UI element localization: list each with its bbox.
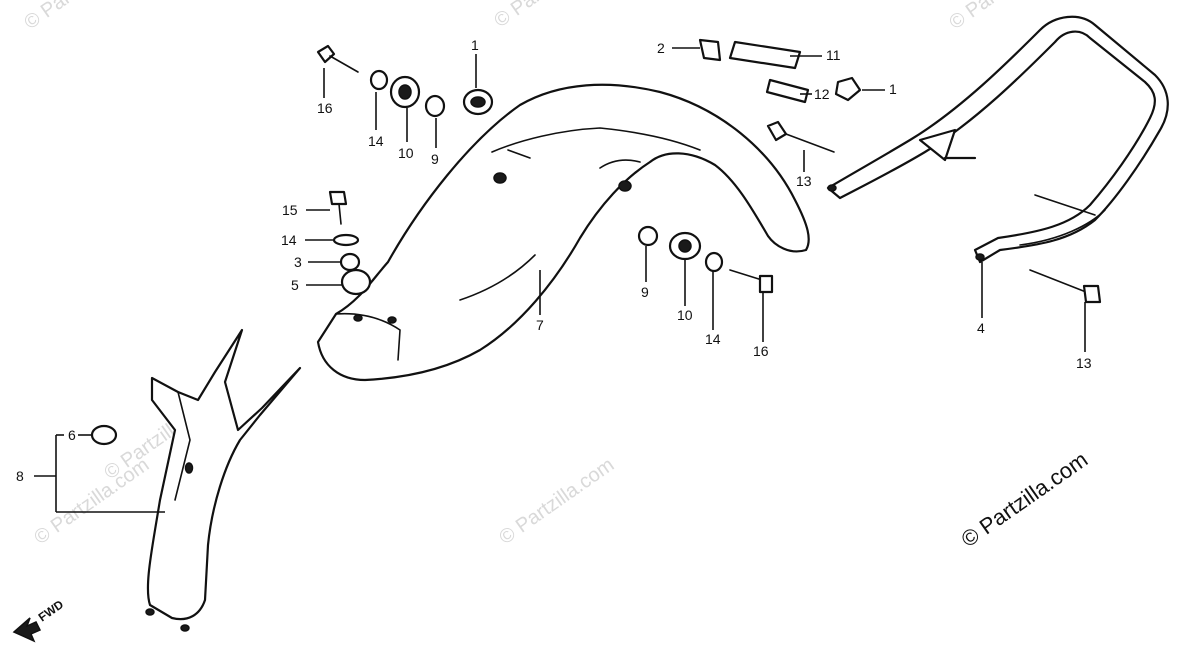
fwd-label: FWD: [36, 597, 67, 624]
callout-13: 13: [796, 173, 812, 189]
callout-10: 10: [677, 307, 693, 323]
decal-icon: [765, 78, 810, 104]
callout-8: 8: [16, 468, 24, 484]
callout-1: 1: [889, 81, 897, 97]
callout-2: 2: [657, 40, 665, 56]
inner-fender: [145, 328, 302, 632]
rear-fender: [316, 83, 810, 382]
callout-10: 10: [398, 145, 414, 161]
leader-lines: [34, 47, 1086, 513]
callout-7: 7: [536, 317, 544, 333]
callouts: 16 14 10 9 1 2 11 12 1 13 15 14 3 5 7 9 …: [16, 37, 1092, 484]
callout-16: 16: [317, 100, 333, 116]
callout-14: 14: [368, 133, 384, 149]
grab-rail: [826, 15, 1169, 264]
callout-6: 6: [68, 427, 76, 443]
callout-11: 11: [826, 47, 841, 63]
hardware: [316, 38, 1102, 304]
callout-13: 13: [1076, 355, 1092, 371]
callout-14: 14: [281, 232, 297, 248]
callout-15: 15: [282, 202, 298, 218]
watermark: © Partzilla.com: [490, 0, 613, 32]
watermark: © Partzilla.com: [20, 0, 143, 34]
callout-14: 14: [705, 331, 721, 347]
decal-icon: [728, 40, 802, 70]
grommet-icon: [90, 424, 118, 446]
callout-9: 9: [641, 284, 649, 300]
watermark: © Partzilla.com: [495, 454, 618, 549]
fwd-indicator: FWD: [12, 597, 67, 643]
callout-12: 12: [814, 86, 830, 102]
arrow-icon: [12, 617, 42, 643]
callout-5: 5: [291, 277, 299, 293]
callout-16: 16: [753, 343, 769, 359]
copyright-text: © Partzilla.com: [957, 447, 1093, 553]
callout-3: 3: [294, 254, 302, 270]
callout-9: 9: [431, 151, 439, 167]
callout-1: 1: [471, 37, 479, 53]
callout-4: 4: [977, 320, 985, 336]
